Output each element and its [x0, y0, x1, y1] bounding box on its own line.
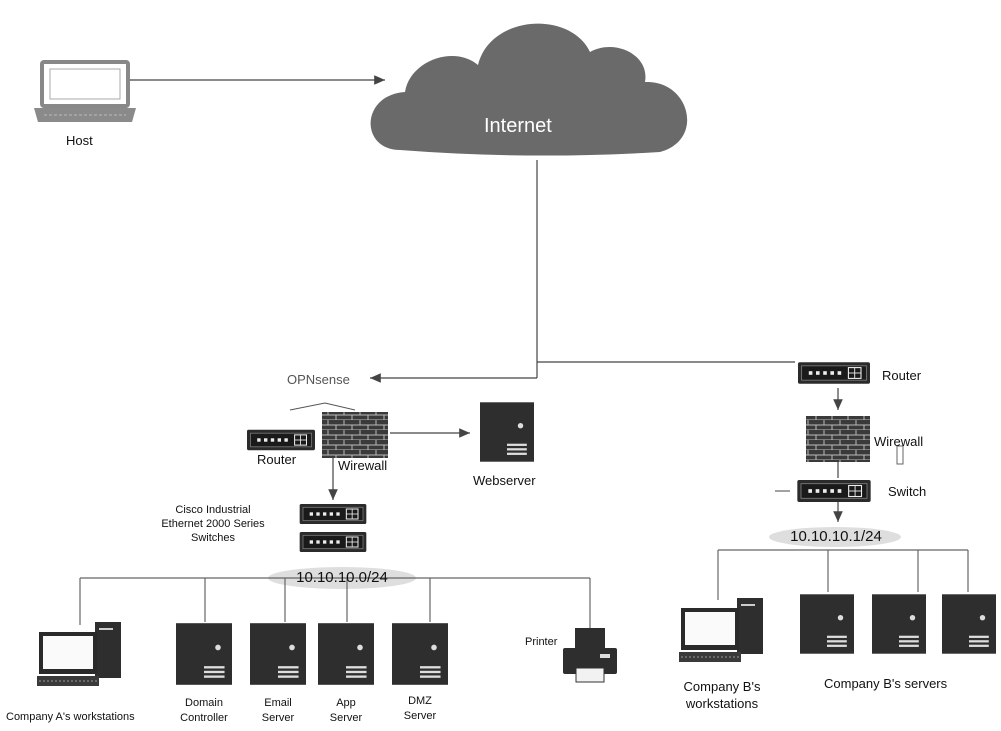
server-name-2: Server [261, 712, 295, 724]
opnsense-label: OPNsense [287, 372, 350, 387]
switch-label-line-2: Ethernet 2000 Series [161, 518, 265, 530]
site-b-switch-label: Switch [888, 484, 927, 499]
workstations-label-line-2: workstations [685, 696, 759, 711]
server-name: DMZ [408, 695, 432, 707]
workstations-label-line-1: Company B's [683, 679, 761, 694]
server-name-2: Controller [180, 712, 228, 724]
domain-controller-server-icon [176, 623, 232, 685]
printer-icon [563, 628, 617, 683]
server-name-2: Server [329, 712, 363, 724]
site-b-switch-icon [796, 480, 872, 502]
site-a-switch-1-icon [299, 504, 367, 524]
site-a-router-icon [247, 429, 315, 451]
site-a-router-label: Router [257, 452, 297, 467]
company-a-workstation-icon [36, 621, 122, 687]
server-name: Email [264, 697, 292, 709]
company-b-server-3-icon [942, 594, 996, 654]
site-b-firewall-icon [806, 416, 870, 462]
company-b-workstation-icon [678, 597, 764, 663]
company-a-workstations-label: Company A's workstations [6, 711, 135, 723]
switch-label-line-3: Switches [190, 532, 236, 544]
switch-label-line-1: Cisco Industrial [175, 504, 251, 516]
printer-label: Printer [525, 636, 558, 648]
app-server-label: App Server [310, 696, 382, 726]
server-name: Domain [185, 697, 223, 709]
company-b-server-1-icon [800, 594, 854, 654]
dmz-server-icon [392, 623, 448, 685]
site-b-firewall-label: Wirewall [874, 434, 924, 449]
site-a-switch-2-icon [299, 532, 367, 552]
site-a-firewall-icon [322, 412, 388, 458]
webserver-label: Webserver [473, 473, 536, 488]
site-b-router-icon [798, 361, 870, 385]
email-server-icon [250, 623, 306, 685]
internet-label: Internet [484, 115, 552, 137]
host-label: Host [66, 133, 93, 148]
app-server-icon [318, 623, 374, 685]
site-a-firewall-label: Wirewall [338, 458, 388, 473]
server-name-2: Server [403, 710, 437, 722]
email-server-label: Email Server [242, 696, 314, 726]
dmz-server-label: DMZ Server [384, 694, 456, 724]
server-name: App [336, 697, 356, 709]
laptop-icon [34, 60, 136, 122]
internet-cloud-icon [370, 23, 688, 156]
site-b-subnet-label: 10.10.10.1/24 [790, 528, 882, 545]
site-a-switch-label: Cisco Industrial Ethernet 2000 Series Sw… [138, 503, 288, 545]
company-b-server-2-icon [872, 594, 926, 654]
domain-controller-label: Domain Controller [168, 696, 240, 726]
company-b-workstations-label: Company B's workstations [662, 678, 782, 712]
company-b-servers-label: Company B's servers [824, 676, 948, 691]
site-a-subnet-label: 10.10.10.0/24 [296, 569, 388, 586]
site-b-router-label: Router [882, 368, 922, 383]
webserver-icon [480, 402, 534, 462]
